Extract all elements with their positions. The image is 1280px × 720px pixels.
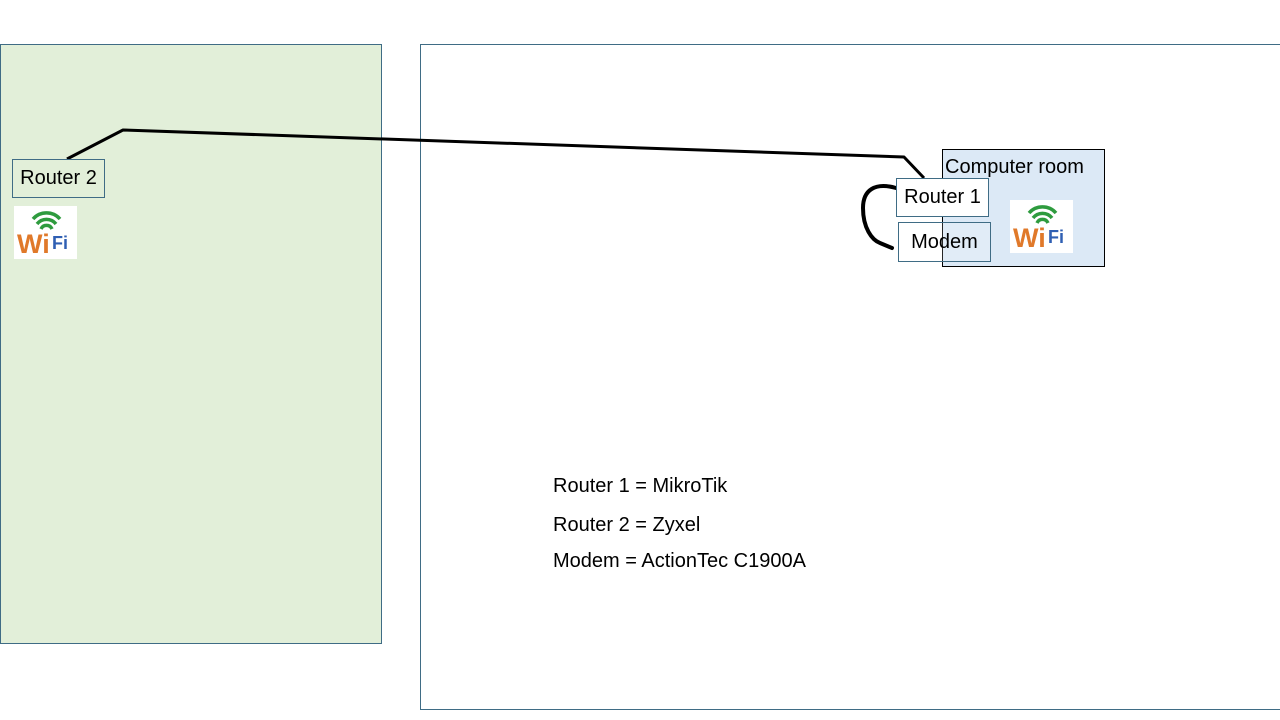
- legend-modem: Modem = ActionTec C1900A: [553, 550, 806, 572]
- router-2-box: Router 2: [12, 159, 105, 198]
- wifi-text-wi: Wi: [17, 229, 50, 259]
- router-1-box: Router 1: [896, 178, 989, 217]
- wifi-icon: Wi Fi: [1010, 200, 1073, 253]
- modem-label: Modem: [911, 230, 978, 253]
- wifi-text-fi: Fi: [1048, 227, 1064, 247]
- wifi-text-fi: Fi: [52, 233, 68, 253]
- legend-router-1: Router 1 = MikroTik: [553, 475, 728, 497]
- right-room: [420, 44, 1280, 710]
- modem-box: Modem: [898, 222, 991, 262]
- router-2-label: Router 2: [20, 167, 97, 189]
- left-room: [0, 44, 382, 644]
- wifi-icon: Wi Fi: [14, 206, 77, 259]
- wifi-text-wi: Wi: [1013, 223, 1046, 253]
- router-1-label: Router 1: [904, 186, 981, 208]
- computer-room-label: Computer room: [945, 156, 1084, 178]
- legend-router-2: Router 2 = Zyxel: [553, 514, 701, 536]
